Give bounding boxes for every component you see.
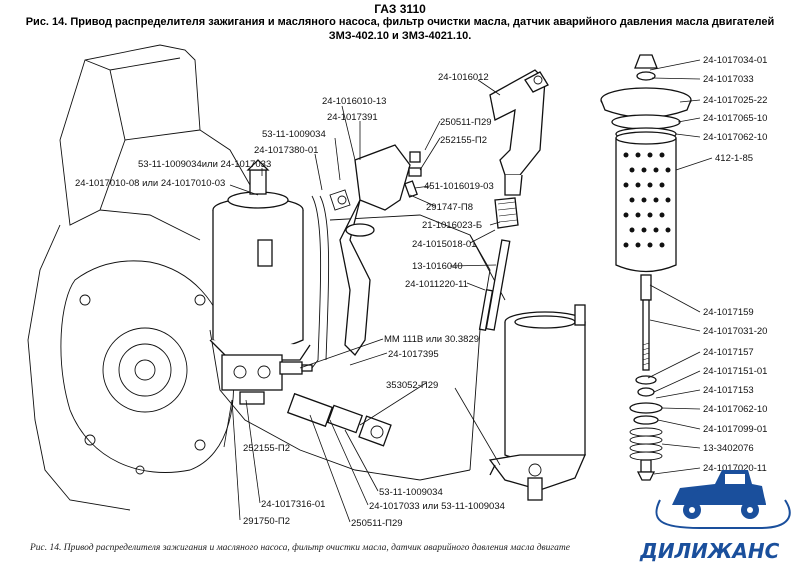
part-label-r05: 24-1017062-10 <box>703 132 767 143</box>
part-label-l18: 353052-П29 <box>386 380 438 391</box>
figure-caption: Рис. 14. Привод распределителя зажигания… <box>29 542 570 553</box>
part-label-l04: 24-1017391 <box>327 112 378 123</box>
part-labels: 53-11-1009034или 24-1017033 24-1017010-0… <box>75 55 767 529</box>
part-label-r02: 24-1017033 <box>703 74 754 85</box>
part-label-l14: 13-1016040 <box>412 261 463 272</box>
part-label-l05: 53-11-1009034 <box>262 129 326 140</box>
part-label-l03: 24-1016010-13 <box>322 96 386 107</box>
part-label-r14: 13-3402076 <box>703 443 754 454</box>
part-label-l23: 24-1017033 или 53-11-1009034 <box>369 501 505 512</box>
fasteners <box>404 151 422 198</box>
dilizhans-logo: ДИЛИЖАНС <box>639 470 791 563</box>
part-label-l11: 291747-П8 <box>426 202 473 213</box>
part-label-l01: 53-11-1009034или 24-1017033 <box>138 159 271 170</box>
part-label-l10: 451-1016019-03 <box>424 181 494 192</box>
leader-lines <box>223 59 713 523</box>
part-label-l20: 24-1017316-01 <box>261 499 325 510</box>
part-label-r13: 24-1017099-01 <box>703 424 767 435</box>
part-label-l17: 24-1017395 <box>388 349 439 360</box>
part-label-r08: 24-1017031-20 <box>703 326 767 337</box>
part-label-r10: 24-1017151-01 <box>703 366 767 377</box>
part-label-r15: 24-1017020-11 <box>703 463 767 474</box>
part-label-r11: 24-1017153 <box>703 385 754 396</box>
oil-filter-left <box>209 159 311 405</box>
filter-element-assembly <box>600 54 692 481</box>
drive-shaft <box>478 197 519 331</box>
distributor-bracket <box>489 69 549 196</box>
figure-subtitle-line2: ЗМЗ-402.10 и ЗМЗ-4021.10. <box>328 30 472 42</box>
part-label-l07: 24-1016012 <box>438 72 489 83</box>
part-label-r07: 24-1017159 <box>703 307 754 318</box>
part-label-r03: 24-1017025-22 <box>703 95 767 106</box>
part-label-r09: 24-1017157 <box>703 347 754 358</box>
part-label-l08: 250511-П29 <box>440 117 492 128</box>
logo-text: ДИЛИЖАНС <box>639 539 780 563</box>
part-label-l24: 250511-П29 <box>351 518 403 529</box>
part-label-l15: 24-1011220-11 <box>405 279 468 290</box>
part-label-l02: 24-1017010-08 или 24-1017010-03 <box>75 178 225 189</box>
part-label-r06: 412-1-85 <box>715 153 753 164</box>
part-label-l21: 291750-П2 <box>243 516 290 527</box>
part-label-r12: 24-1017062-10 <box>703 404 767 415</box>
part-label-l12: 21-1016023-Б <box>422 220 482 231</box>
part-label-l09: 252155-П2 <box>440 135 487 146</box>
filter-perforations <box>623 152 671 248</box>
part-label-l22: 53-11-1009034 <box>379 487 443 498</box>
oil-pressure-sensor <box>279 195 330 375</box>
distributor-drive-housing <box>329 144 411 357</box>
part-label-r04: 24-1017065-10 <box>703 113 767 124</box>
part-label-r01: 24-1017034-01 <box>703 55 767 66</box>
part-label-l06: 24-1017380-01 <box>254 145 318 156</box>
figure-subtitle-line1: Рис. 14. Привод распределителя зажигания… <box>25 16 775 28</box>
part-label-l19: 252155-П2 <box>243 443 290 454</box>
vintage-car-icon <box>655 470 791 529</box>
part-label-l13: 24-1015018-01 <box>412 239 476 250</box>
part-label-l16: ММ 111В или 30.3829 <box>384 334 479 345</box>
spring <box>629 427 663 461</box>
oil-filter-housing-lower <box>488 304 586 501</box>
page-title: ГАЗ 3110 <box>374 2 426 16</box>
oil-line-fitting <box>286 392 392 447</box>
